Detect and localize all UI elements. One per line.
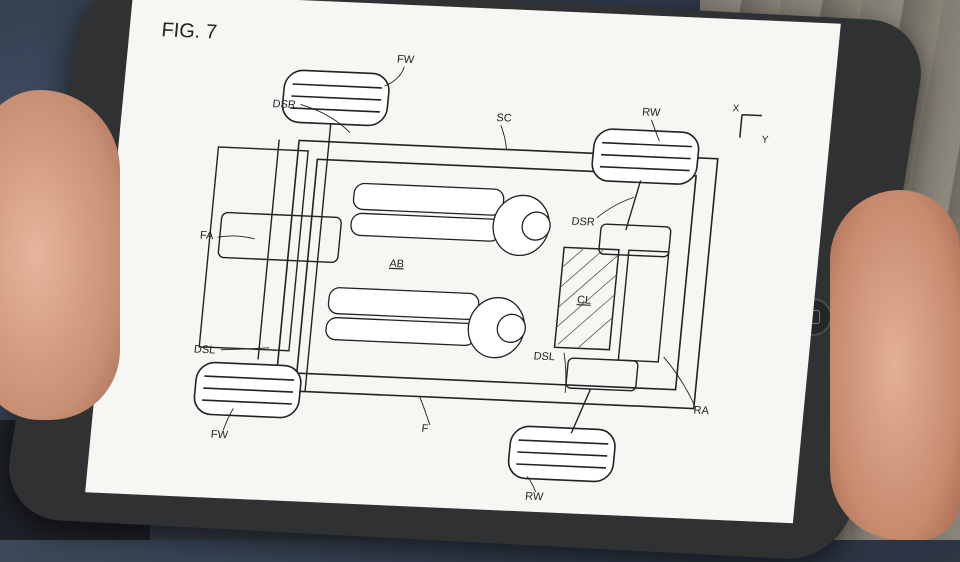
label-rw-top: RW [642,106,662,119]
label-cl: CL [576,294,591,307]
occupant-lower [325,287,526,359]
rear-shaft-bottom [570,388,592,434]
front-shaft-right [304,121,332,392]
label-sc: SC [496,112,512,125]
rear-axle [565,180,672,434]
part-labels: FW FW RW RW DSR DSR DSL DSL SC FA RA AB … [193,53,710,503]
occupants [325,182,551,359]
label-rw-bottom: RW [525,490,545,503]
cl-block [553,246,620,351]
rear-motor-top [598,223,672,258]
axis-indicator: X Y [732,103,769,146]
wheels [193,69,700,483]
front-wheel-top [281,69,390,127]
label-ra: RA [693,405,710,418]
inner-frame [295,158,697,391]
front-wheel-bottom [193,361,302,419]
front-driveshaft [257,139,280,360]
rear-motor-bottom [565,357,639,392]
rear-wheel-top [591,128,700,185]
rear-shaft-top [625,180,642,231]
front-motor [217,211,342,263]
right-hand [830,190,960,540]
patent-drawing: FIG. 7 X Y [161,19,770,503]
rear-subframe [617,249,670,363]
axis-x-label: X [732,103,740,114]
label-dsr-left: DSR [272,98,296,111]
outer-frame [274,139,719,410]
occupant-upper [350,182,551,257]
tablet-screen: FIG. 7 X Y [85,0,841,524]
axis-y-label: Y [761,135,769,146]
label-fw-bottom: FW [210,429,229,442]
label-f: F [421,423,429,435]
label-dsl-right: DSL [533,350,555,363]
label-dsl-left: DSL [193,344,215,357]
front-axle [198,121,342,392]
label-dsr-right: DSR [571,216,595,229]
leader-lines [217,66,695,493]
left-hand [0,90,120,420]
label-fw-top: FW [396,53,415,66]
label-ab: AB [389,258,405,271]
front-subframe [198,146,309,352]
vehicle-frame [274,139,719,410]
rear-wheel-bottom [507,425,616,483]
figure-title: FIG. 7 [161,19,218,43]
label-fa: FA [199,229,214,242]
